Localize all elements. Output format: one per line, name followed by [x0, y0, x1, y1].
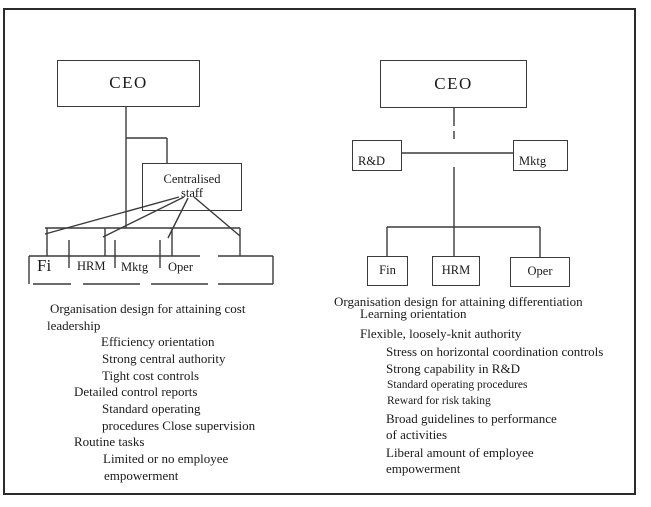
- left-caption-line: Detailed control reports: [74, 384, 198, 399]
- right-caption-line: Liberal amount of employee: [386, 445, 534, 460]
- right-caption-line: Learning orientation: [360, 306, 467, 321]
- centralised-staff-label-line1: Centralised: [163, 172, 221, 187]
- right-caption-line: Broad guidelines to performance: [386, 411, 557, 426]
- right-caption-line: of activities: [386, 427, 448, 442]
- left-dept-label-mktg: Mktg: [121, 260, 149, 274]
- left-caption-line: Limited or no employee: [103, 451, 229, 466]
- right-caption-line: Strong capability in R&D: [386, 361, 520, 376]
- right-mktg-box: Mktg: [513, 140, 568, 171]
- right-caption-line: Organisation design for attaining differ…: [334, 294, 583, 309]
- left-dept-label-oper: Oper: [168, 260, 193, 274]
- rnd-label: R&D: [358, 154, 386, 169]
- left-caption-line: Standard operating: [102, 401, 201, 416]
- left-caption-line: Organisation design for attaining cost: [50, 301, 246, 316]
- left-caption-line: Efficiency orientation: [101, 334, 215, 349]
- right-hrm-box: HRM: [432, 256, 480, 286]
- left-dept-label-hrm: HRM: [77, 259, 106, 273]
- left-caption-line: Tight cost controls: [102, 368, 200, 383]
- right-caption-line: Standard operating procedures: [387, 379, 528, 391]
- left-ceo-box: CEO: [57, 60, 200, 107]
- right-mktg-label: Mktg: [519, 154, 547, 169]
- right-hrm-label: HRM: [441, 263, 471, 278]
- right-ceo-box: CEO: [380, 60, 527, 108]
- right-caption-line: Flexible, loosely-knit authority: [360, 326, 522, 341]
- right-oper-label: Oper: [527, 264, 553, 279]
- fin-label: Fin: [379, 263, 396, 278]
- fin-box: Fin: [367, 256, 408, 286]
- left-dept-label-fi: Fi: [37, 256, 52, 275]
- right-caption-line: Reward for risk taking: [387, 395, 491, 407]
- left-caption-line: Routine tasks: [74, 434, 145, 449]
- figure-border: [3, 8, 636, 495]
- left-caption-line: empowerment: [104, 468, 179, 483]
- left-ceo-label: CEO: [109, 73, 148, 93]
- right-caption-line: empowerment: [386, 461, 461, 476]
- centralised-staff-box: Centralised staff: [142, 163, 242, 211]
- rnd-box: R&D: [352, 140, 402, 171]
- right-oper-box: Oper: [510, 257, 570, 287]
- right-caption-line: Stress on horizontal coordination contro…: [386, 344, 604, 359]
- centralised-staff-label-line2: staff: [181, 186, 203, 200]
- right-ceo-label: CEO: [434, 73, 473, 93]
- left-caption-line: leadership: [47, 318, 101, 333]
- left-caption-line: Strong central authority: [102, 351, 226, 366]
- left-caption-line: procedures Close supervision: [102, 418, 256, 433]
